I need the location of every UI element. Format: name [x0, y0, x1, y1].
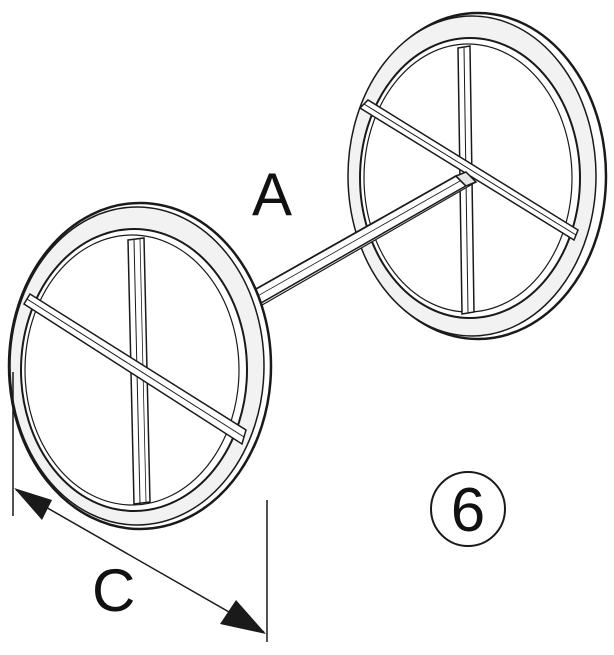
back-wheel-horizontal-spoke — [358, 99, 579, 242]
dimension-line — [15, 489, 265, 633]
back-wheel — [347, 11, 608, 341]
label-shaft: A — [252, 161, 292, 228]
label-dimension: C — [92, 557, 135, 624]
item-number-circle — [430, 471, 506, 547]
dimension-c — [12, 372, 268, 642]
item-number-badge: 6 — [430, 471, 506, 547]
arrowhead-left — [14, 488, 52, 520]
arrowhead-right — [220, 600, 266, 634]
front-wheel — [7, 201, 273, 531]
item-number: 6 — [451, 476, 485, 545]
front-wheel-horizontal-spoke — [22, 292, 247, 446]
